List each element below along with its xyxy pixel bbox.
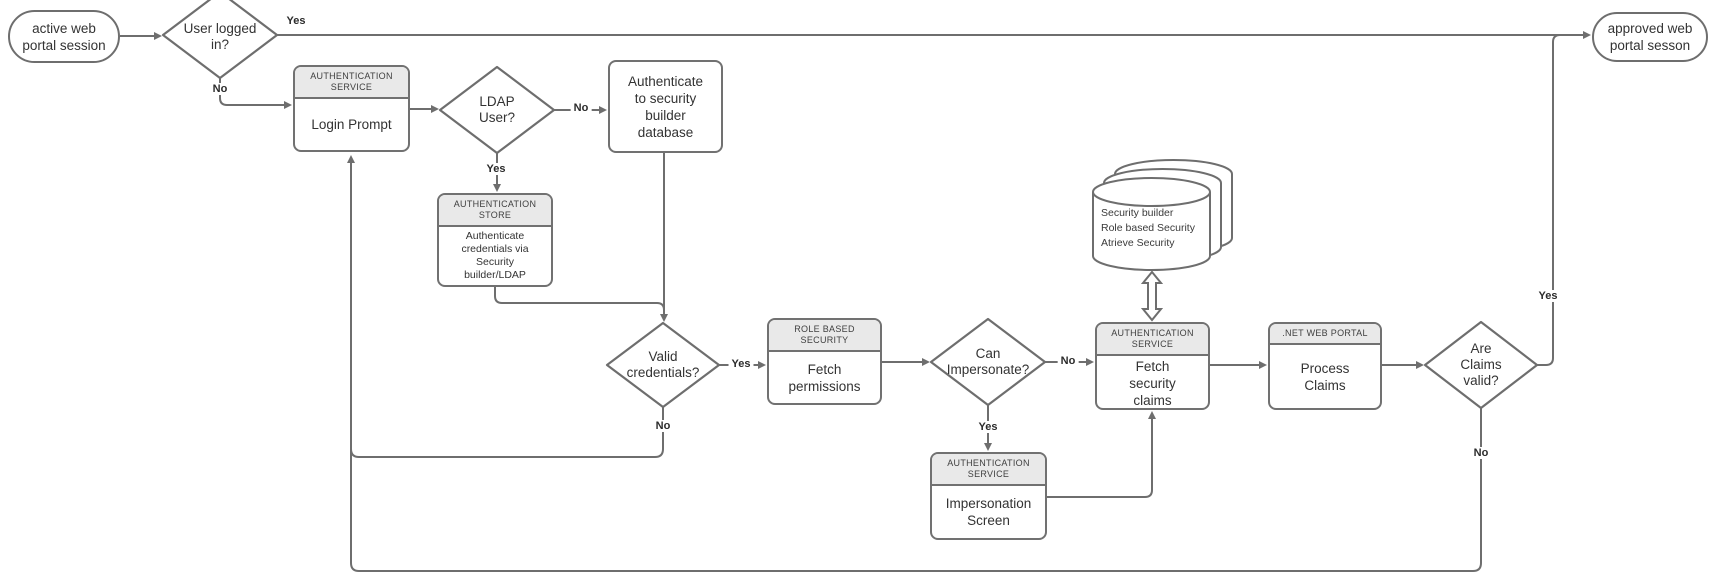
database-line-2: Role based Security [1101, 222, 1195, 234]
process-impersonation-screen: AUTHENTICATION SERVICE Impersonation Scr… [930, 452, 1047, 540]
process-fetch-permissions: ROLE BASED SECURITY Fetch permissions [767, 318, 882, 405]
process-fetch-security-claims-label: Fetch security claims [1129, 359, 1176, 408]
edge-screen-to-fetch-claims [1047, 411, 1156, 498]
edge-label-claims-yes: Yes [1535, 290, 1561, 302]
edge-label-claims-no: No [1470, 447, 1492, 459]
process-fetch-permissions-header: ROLE BASED SECURITY [769, 320, 880, 352]
edge-label-impersonate-yes: Yes [975, 421, 1001, 433]
process-process-claims-label: Process Claims [1300, 360, 1350, 393]
edge-store-merge-to-valid [494, 287, 665, 311]
process-login-prompt-header: AUTHENTICATION SERVICE [295, 67, 408, 99]
edge-label-ldap-no: No [570, 102, 592, 114]
edge-label-logged-in-yes: Yes [283, 15, 309, 27]
edge-label-logged-in-no: No [209, 83, 231, 95]
decision-user-logged-in-shape [161, 0, 279, 80]
database-cylinder-rim [1092, 191, 1211, 207]
database-line-3: Atrieve Security [1101, 237, 1175, 249]
database-line-1: Security builder [1101, 207, 1174, 219]
process-fetch-security-claims: AUTHENTICATION SERVICE Fetch security cl… [1095, 322, 1210, 410]
bidirectional-arrow [1140, 270, 1164, 322]
process-auth-store-label: Authenticate credentials via Security bu… [461, 230, 529, 281]
start-node: active web portal session [8, 10, 120, 63]
process-fetch-permissions-label: Fetch permissions [788, 361, 861, 394]
database-label: Security builder Role based Security Atr… [1101, 206, 1207, 251]
decision-valid-credentials-shape [605, 321, 721, 409]
process-auth-store-header: AUTHENTICATION STORE [439, 195, 551, 227]
decision-can-impersonate-shape [929, 317, 1047, 407]
edge-label-ldap-yes: Yes [483, 163, 509, 175]
process-process-claims-header: .NET WEB PORTAL [1270, 324, 1380, 345]
database-security-stores [1092, 159, 1233, 322]
edge-label-valid-no: No [652, 420, 674, 432]
edge-claims-yes-merge [1537, 34, 1561, 366]
process-impersonation-screen-label: Impersonation Screen [945, 496, 1032, 528]
edge-valid-no-loop [350, 407, 664, 458]
edge-claims-no-loop [350, 408, 1482, 572]
edge-label-impersonate-no: No [1057, 355, 1079, 367]
process-login-prompt: AUTHENTICATION SERVICE Login Prompt [293, 65, 410, 152]
start-node-label: active web portal session [22, 20, 106, 53]
edge-logged-in-no-to-login [219, 78, 292, 109]
end-node-label: approved web portal sesson [1607, 21, 1693, 53]
end-node: approved web portal sesson [1592, 12, 1708, 62]
decision-ldap-user-shape [438, 65, 556, 155]
process-impersonation-screen-header: AUTHENTICATION SERVICE [932, 454, 1045, 486]
edge-label-valid-yes: Yes [728, 358, 754, 370]
database-cylinder-front [1092, 177, 1211, 271]
decision-are-claims-valid-shape [1423, 320, 1539, 410]
process-authenticate-db: Authenticate to security builder databas… [608, 60, 723, 153]
process-fetch-security-claims-header: AUTHENTICATION SERVICE [1097, 324, 1208, 356]
process-auth-store: AUTHENTICATION STORE Authenticate creden… [437, 193, 553, 287]
process-authenticate-db-label: Authenticate to security builder databas… [627, 73, 704, 140]
process-process-claims: .NET WEB PORTAL Process Claims [1268, 322, 1382, 410]
process-login-prompt-label: Login Prompt [311, 117, 392, 132]
